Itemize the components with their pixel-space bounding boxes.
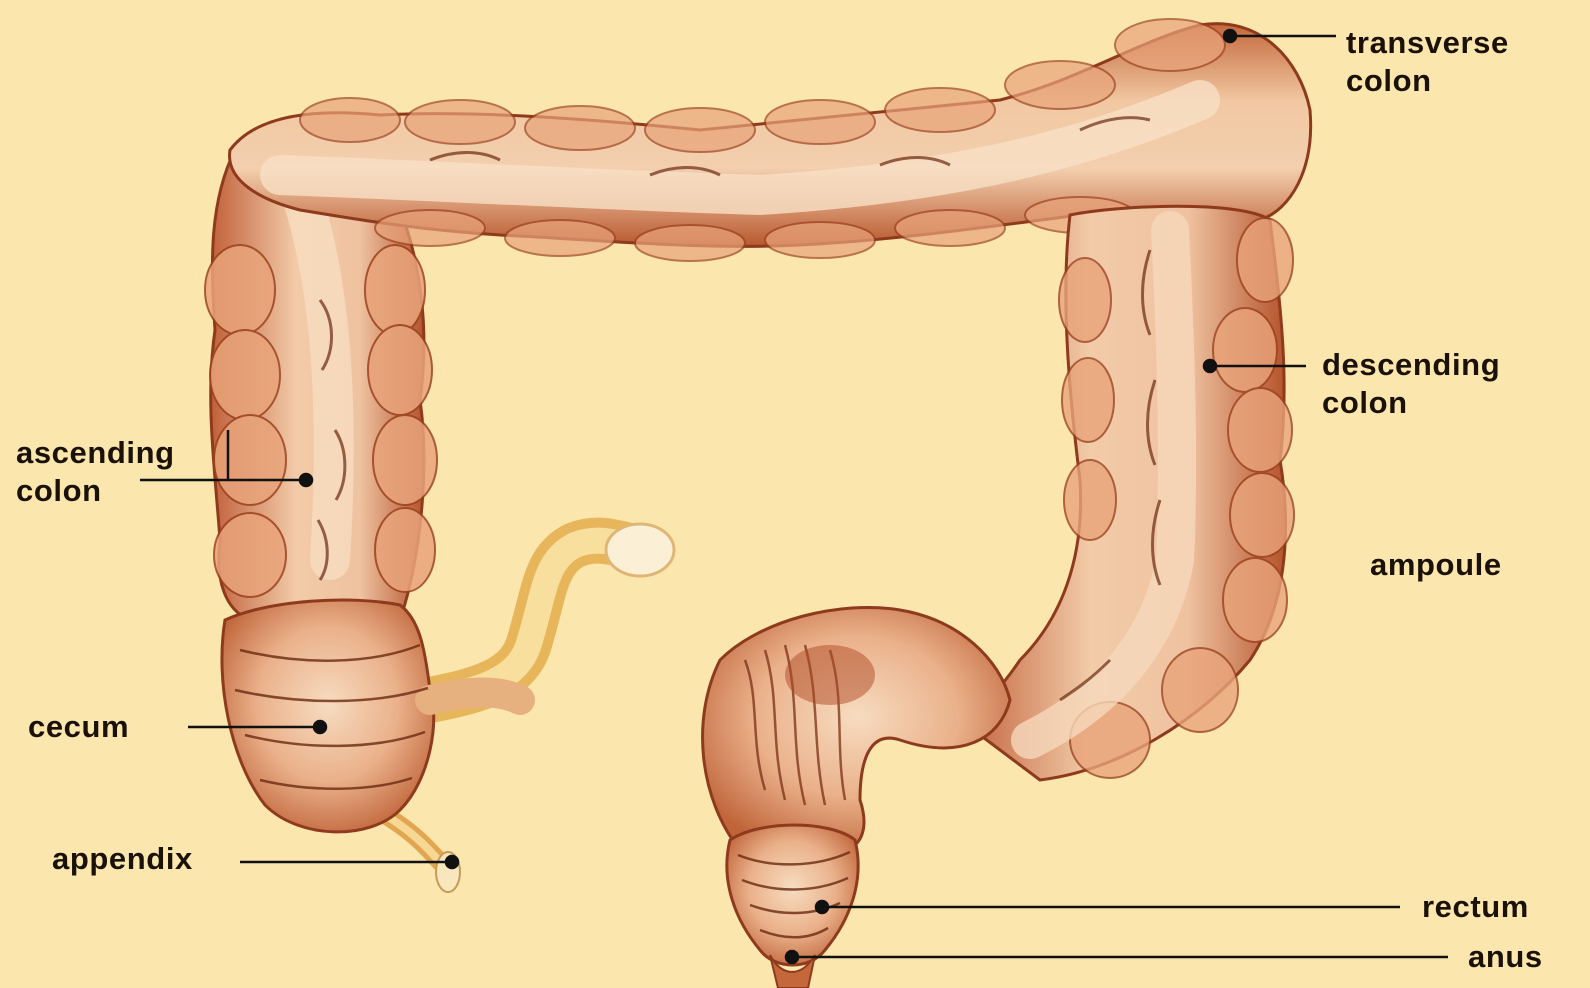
sigmoid-loop-shape: [703, 607, 1010, 850]
label-ascending-colon: ascending colon: [16, 434, 175, 510]
label-cecum: cecum: [28, 708, 129, 746]
descending-colon-shape: [960, 206, 1294, 780]
label-descending-colon-line2: colon: [1322, 384, 1500, 422]
label-anus: anus: [1468, 938, 1543, 976]
label-rectum: rectum: [1422, 888, 1529, 926]
pointer-dot-anus: [786, 951, 798, 963]
pointer-dot-transverse-colon: [1224, 30, 1236, 42]
label-transverse-colon-line1: transverse: [1346, 24, 1509, 62]
label-transverse-colon: transverse colon: [1346, 24, 1509, 100]
label-ascending-colon-line1: ascending: [16, 434, 175, 472]
label-descending-colon-line1: descending: [1322, 346, 1500, 384]
pointer-dot-descending-colon: [1204, 360, 1216, 372]
pointer-dot-appendix: [446, 856, 458, 868]
pointer-dot-ascending-colon: [300, 474, 312, 486]
label-ascending-colon-line2: colon: [16, 472, 175, 510]
pointer-dot-cecum: [314, 721, 326, 733]
label-ampoule: ampoule: [1370, 546, 1502, 584]
label-transverse-colon-line2: colon: [1346, 62, 1509, 100]
label-appendix: appendix: [52, 840, 193, 878]
cecum-shape: [222, 600, 520, 832]
label-descending-colon: descending colon: [1322, 346, 1500, 422]
pointer-dot-rectum: [816, 901, 828, 913]
